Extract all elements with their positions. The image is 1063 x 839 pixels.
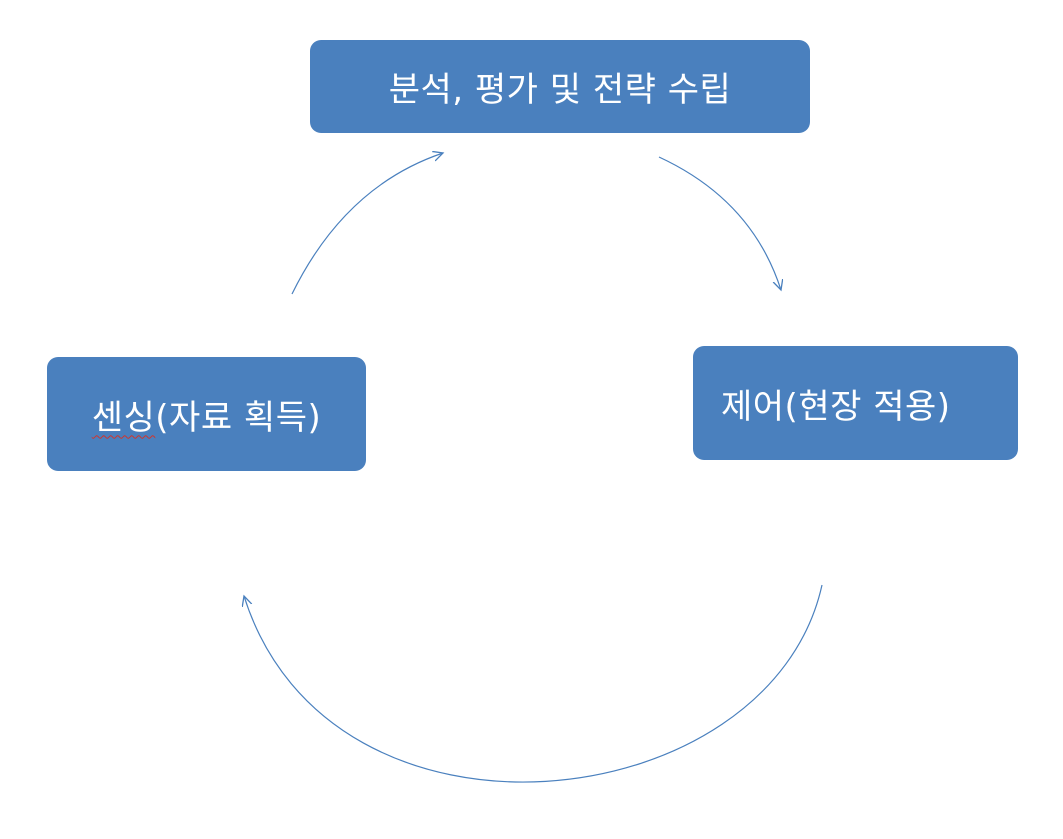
arrow-control-to-sensing xyxy=(244,584,823,783)
node-control-label: 제어(현장 적용) xyxy=(721,386,951,427)
arrow-sensing-to-analysis xyxy=(291,153,443,295)
node-analysis-strategy-label: 분석, 평가 및 전략 수립 xyxy=(388,70,732,110)
node-sensing-label: 센싱(자료 획득) xyxy=(92,390,322,439)
node-sensing-label-word: 센싱 xyxy=(91,397,156,438)
node-control: 제어(현장 적용) xyxy=(693,346,1018,460)
node-sensing-label-rest: (자료 획득) xyxy=(155,397,322,438)
node-sensing: 센싱(자료 획득) xyxy=(47,357,366,471)
arrow-analysis-to-control xyxy=(658,156,781,290)
node-analysis-strategy: 분석, 평가 및 전략 수립 xyxy=(310,40,810,133)
